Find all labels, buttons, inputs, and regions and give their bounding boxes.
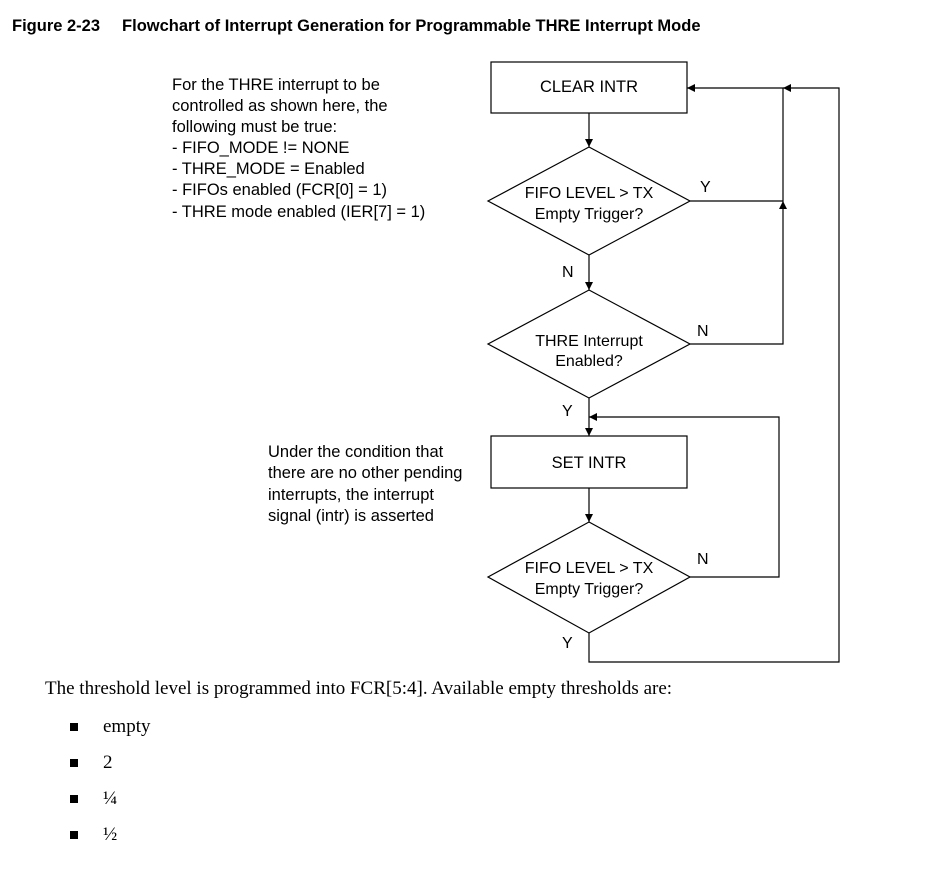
decision-fifo-level-2 (486, 521, 692, 634)
list-item: empty (70, 713, 151, 749)
note-thre-conditions: For the THRE interrupt to be controlled … (172, 76, 425, 221)
note-mid-line: Under the condition that (268, 443, 444, 461)
note-top-line: controlled as shown here, the (172, 97, 388, 115)
list-item: ½ (70, 821, 151, 857)
note-top-line: following must be true: (172, 118, 337, 136)
note-top-line: - FIFO_MODE != NONE (172, 139, 349, 157)
label-d2-yes: Y (562, 403, 573, 420)
bullet-icon (70, 831, 78, 839)
note-top-line: - FIFOs enabled (FCR[0] = 1) (172, 181, 387, 199)
bullet-icon (70, 795, 78, 803)
decision-fifo-level-1-line1: FIFO LEVEL > TX (525, 185, 654, 202)
line-decision2-no (690, 201, 787, 345)
label-d3-yes: Y (562, 635, 573, 652)
threshold-list: empty 2 ¼ ½ (70, 713, 151, 857)
decision-fifo-level-1-line2: Empty Trigger? (535, 206, 644, 223)
note-mid-line: there are no other pending (268, 464, 462, 482)
line-decision3-yes-loop (588, 84, 840, 663)
clear-intr-box (490, 61, 688, 114)
list-item: ¼ (70, 785, 151, 821)
set-intr-box (490, 435, 688, 489)
figure-caption: Flowchart of Interrupt Generation for Pr… (122, 17, 701, 35)
bullet-icon (70, 759, 78, 767)
figure-number: Figure 2-23 (12, 17, 101, 35)
list-item-text: empty (103, 716, 151, 737)
body-paragraph: The threshold level is programmed into F… (45, 678, 673, 699)
flowchart: CLEAR INTR SET INTR FIFO LEVEL > TX Empt… (172, 61, 840, 663)
note-top-line: - THRE_MODE = Enabled (172, 160, 365, 178)
label-d2-no: N (697, 323, 709, 340)
note-intr-asserted: Under the condition that there are no ot… (268, 443, 462, 525)
set-intr-label: SET INTR (552, 454, 627, 472)
decision-fifo-level-2-line2: Empty Trigger? (535, 581, 644, 598)
decision-thre-enabled-line2: Enabled? (555, 353, 623, 370)
list-item-text: 2 (103, 752, 113, 773)
decision-thre-enabled-line1: THRE Interrupt (535, 333, 643, 350)
note-mid-line: signal (intr) is asserted (268, 507, 434, 525)
label-d1-yes: Y (700, 179, 711, 196)
decision-fifo-level-2-line1: FIFO LEVEL > TX (525, 560, 654, 577)
list-item: 2 (70, 749, 151, 785)
note-top-line: - THRE mode enabled (IER[7] = 1) (172, 203, 425, 221)
label-d3-no: N (697, 551, 709, 568)
line-decision3-no-loop (589, 413, 780, 578)
list-item-text: ½ (103, 824, 118, 845)
note-mid-line: interrupts, the interrupt (268, 486, 434, 504)
list-item-text: ¼ (103, 788, 118, 809)
note-top-line: For the THRE interrupt to be (172, 76, 380, 94)
clear-intr-label: CLEAR INTR (540, 78, 638, 96)
bullet-icon (70, 723, 78, 731)
label-d1-no: N (562, 264, 574, 281)
figure-title: Figure 2-23 Flowchart of Interrupt Genera… (12, 17, 701, 36)
